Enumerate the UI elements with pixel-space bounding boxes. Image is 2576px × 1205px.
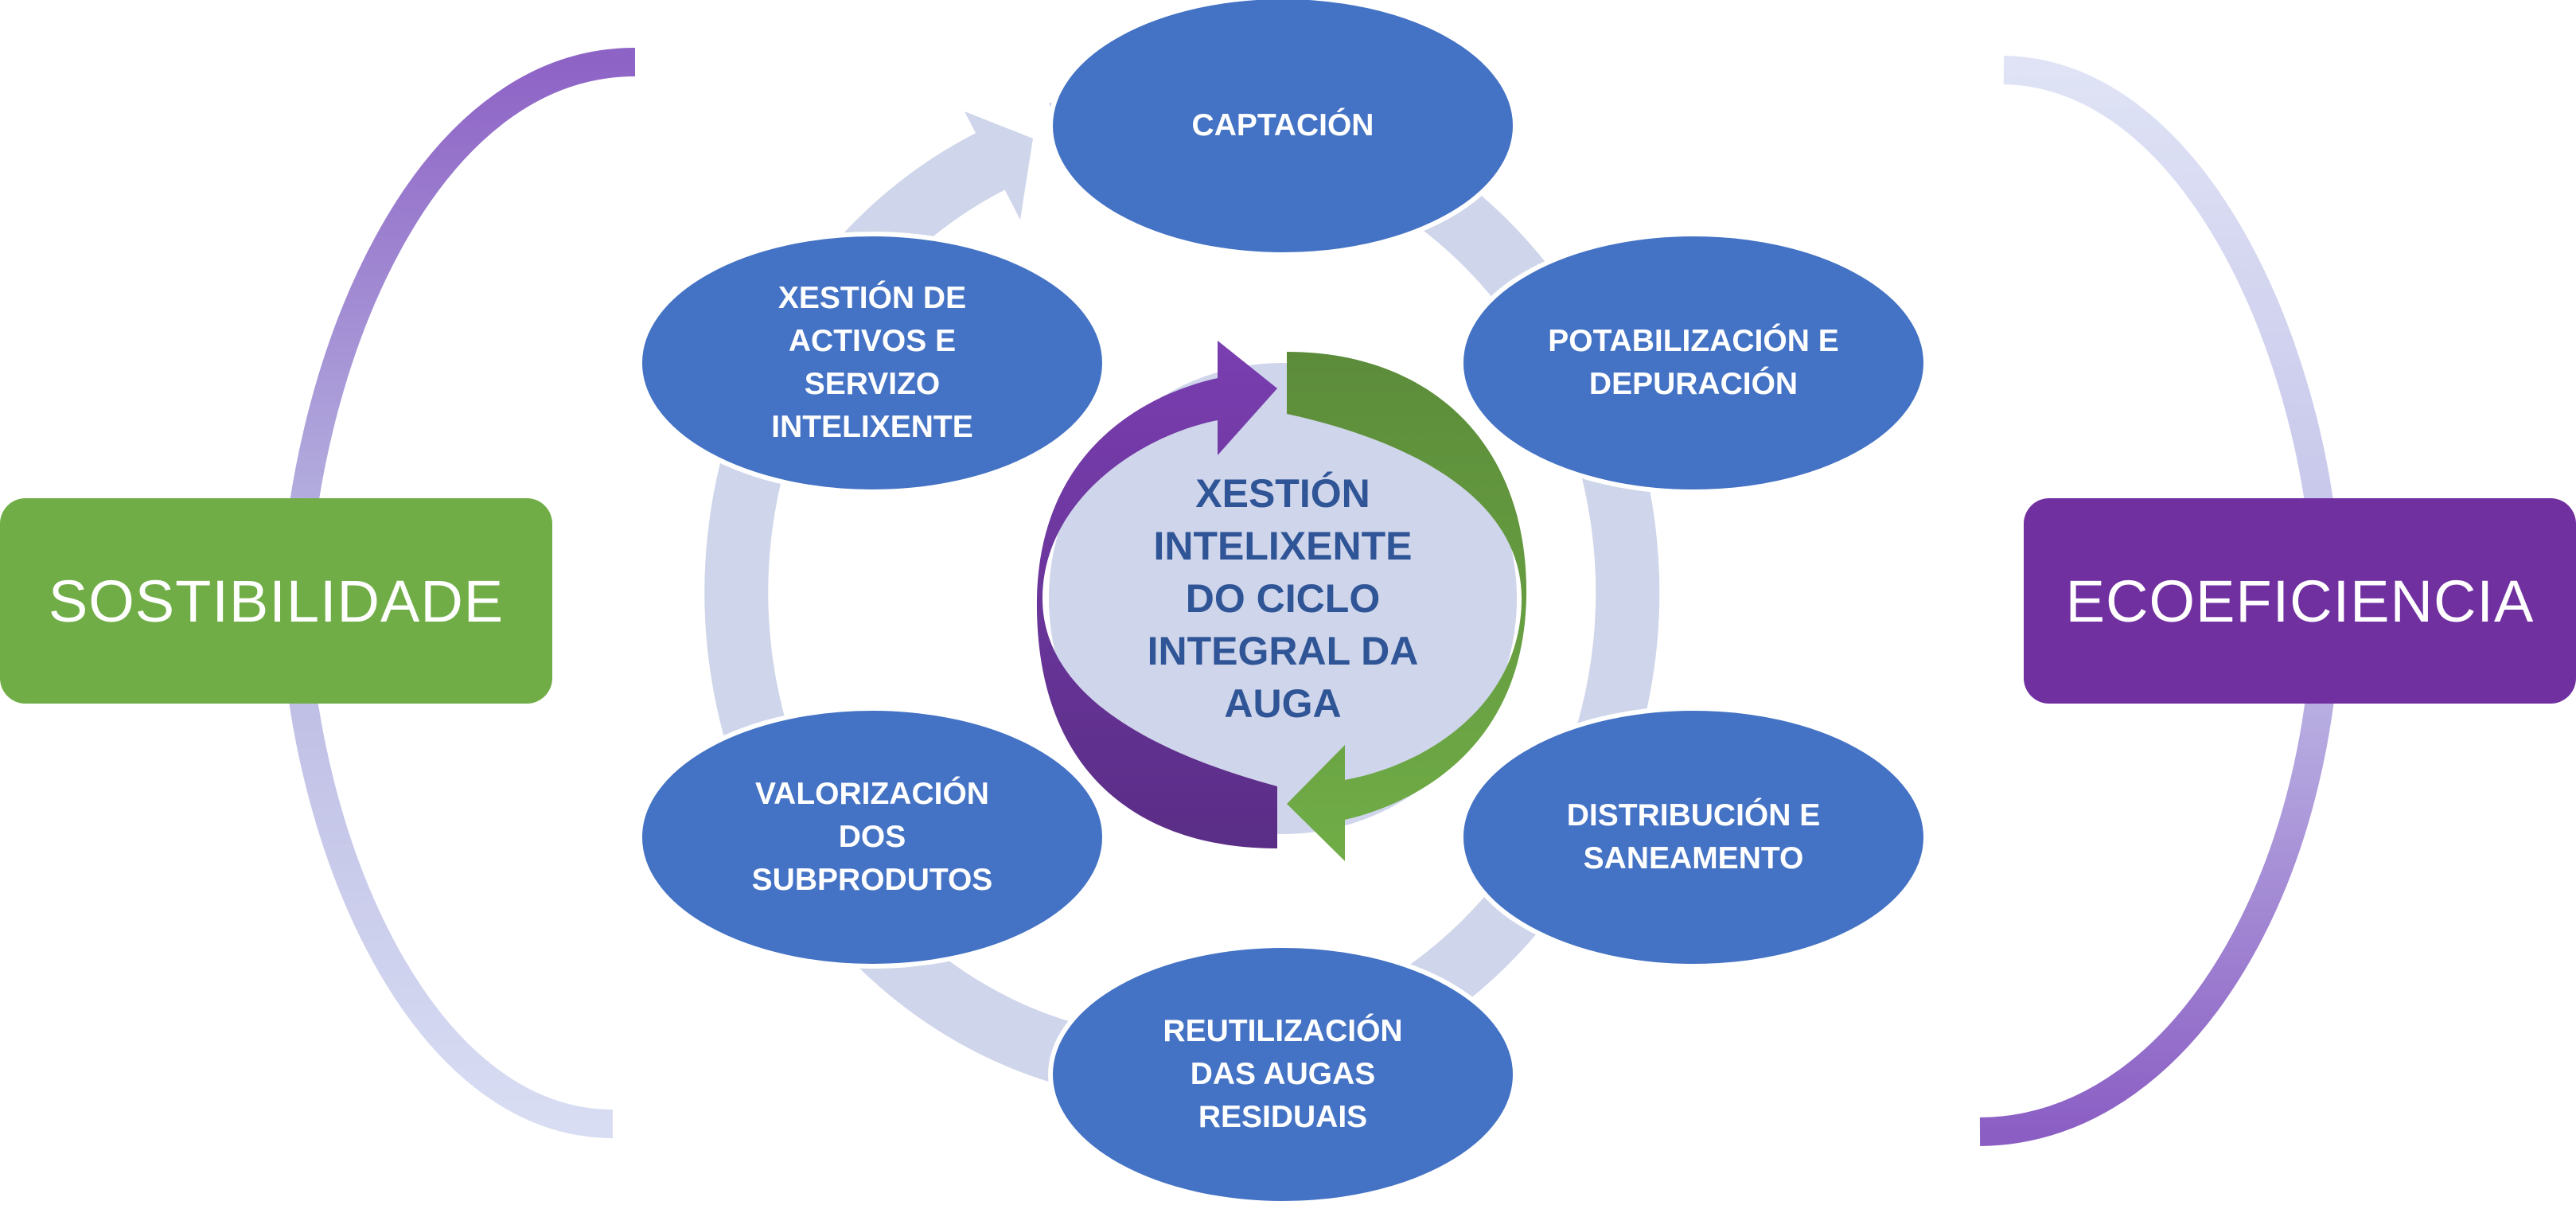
node-label-captacion: CAPTACIÓN bbox=[1191, 108, 1374, 142]
sostibilidade-box bbox=[0, 498, 552, 704]
node-ellipse-xestion-activos bbox=[637, 232, 1107, 494]
node-label-reutilizacion: REUTILIZACIÓN DAS AUGAS RESIDUAIS bbox=[1163, 1014, 1403, 1134]
purple-cycle-arrow bbox=[1036, 341, 1277, 848]
node-ellipse-valorizacion bbox=[637, 706, 1107, 969]
center-circle bbox=[1049, 363, 1517, 834]
center-label: XESTIÓN INTELIXENTE DO CICLO INTEGRAL DA… bbox=[1147, 471, 1419, 726]
node-label-xestion-activos: XESTIÓN DE ACTIVOS E SERVIZO INTELIXENTE bbox=[771, 281, 973, 444]
node-label-valorizacion: VALORIZACIÓN DOS SUBPRODUTOS bbox=[751, 777, 993, 897]
ecoeficiencia-box bbox=[2024, 498, 2576, 704]
ecoeficiencia-label: ECOEFICIENCIA bbox=[2065, 567, 2535, 634]
green-cycle-arrow bbox=[1287, 352, 1527, 861]
sostibilidade-label: SOSTIBILIDADE bbox=[48, 567, 505, 634]
node-label-distribucion: DISTRIBUCIÓN E SANEAMENTO bbox=[1566, 798, 1821, 875]
node-label-potabilizacion: POTABILIZACIÓN E DEPURACIÓN bbox=[1548, 324, 1839, 401]
node-ellipse-captacion bbox=[1048, 0, 1518, 257]
node-ellipse-reutilizacion bbox=[1048, 943, 1518, 1205]
node-ellipse-potabilizacion bbox=[1459, 232, 1928, 494]
cycle-ring-arrowhead bbox=[965, 111, 1033, 220]
node-ellipse-distribucion bbox=[1459, 706, 1928, 969]
